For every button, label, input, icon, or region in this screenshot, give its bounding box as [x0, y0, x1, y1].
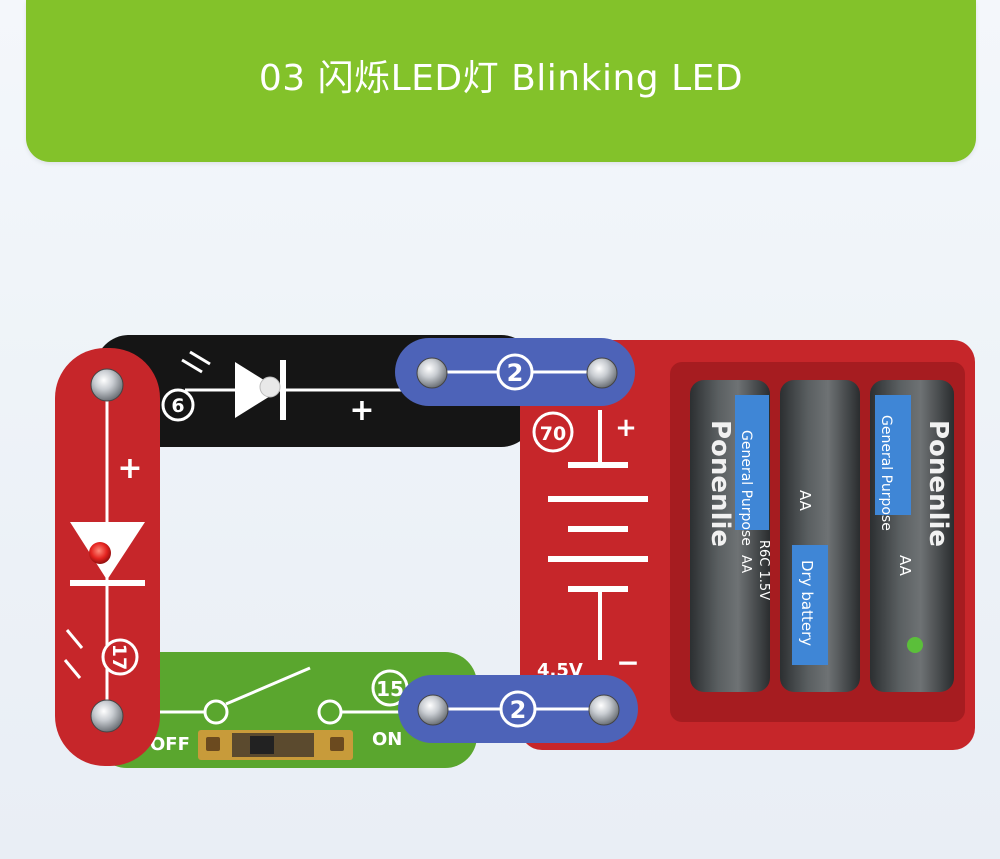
led-red-number: 17 — [108, 644, 130, 670]
battery-3-label: General Purpose — [878, 415, 894, 531]
connector-bottom-number: 2 — [510, 696, 527, 724]
snap-button-icon — [586, 357, 618, 389]
battery-2-size: AA — [796, 490, 814, 512]
snap-button-icon — [416, 357, 448, 389]
page-title: 03 闪烁LED灯 Blinking LED — [258, 58, 744, 99]
connector-bottom[interactable]: 2 — [398, 675, 638, 743]
switch-number: 15 — [376, 677, 404, 701]
led-part-red[interactable]: + 17 — [55, 348, 160, 766]
apple-logo-icon — [907, 637, 923, 653]
battery-plus: + — [615, 413, 637, 443]
battery-1-label: General Purpose — [738, 430, 754, 546]
battery-1: Ponenlie General Purpose R6C 1.5V AA — [690, 380, 771, 692]
switch-off-label: OFF — [150, 734, 190, 755]
led-black-plus: + — [349, 393, 374, 428]
snap-button-icon — [90, 699, 124, 733]
switch-on-label: ON — [372, 729, 402, 750]
connector-top-number: 2 — [507, 359, 524, 387]
battery-1-size: AA — [738, 555, 753, 573]
battery-2: Dry battery AA — [780, 380, 860, 692]
battery-1-type: R6C 1.5V — [756, 540, 771, 600]
battery-3-size: AA — [896, 555, 914, 577]
led-red-plus: + — [117, 451, 142, 486]
battery-3: Ponenlie General Purpose AA — [870, 380, 954, 692]
battery-2-label: Dry battery — [798, 560, 816, 646]
led-black-number: 6 — [171, 395, 184, 417]
snap-button-icon — [417, 694, 449, 726]
snap-button-icon — [588, 694, 620, 726]
battery-1-brand: Ponenlie — [705, 420, 735, 547]
battery-number: 70 — [540, 423, 566, 445]
title-banner: 03 闪烁LED灯 Blinking LED — [26, 0, 976, 162]
battery-minus: − — [616, 646, 639, 679]
snap-button-icon — [90, 368, 124, 402]
battery-3-brand: Ponenlie — [923, 420, 953, 547]
connector-top[interactable]: 2 — [395, 338, 635, 406]
snap-connectors — [90, 357, 620, 733]
switch-part[interactable]: 15 OFF ON — [95, 652, 477, 768]
